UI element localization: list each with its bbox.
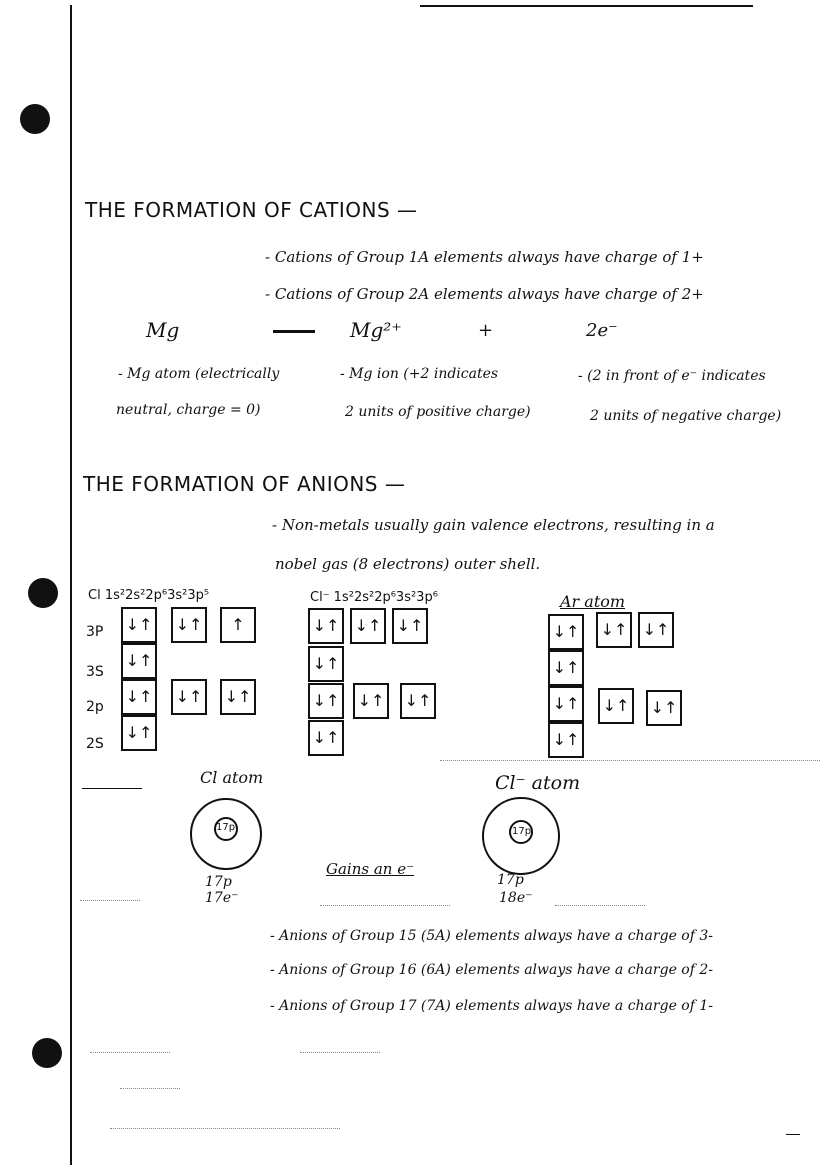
cl-2p-box: ↓↑ xyxy=(121,679,157,715)
cl-2p-box: ↓↑ xyxy=(171,679,207,715)
equation-mg: Mg xyxy=(146,318,180,342)
cl-nucleus-label: 17p xyxy=(216,822,236,833)
cations-note-2: - Cations of Group 2A elements always ha… xyxy=(265,285,704,303)
cations-heading: THE FORMATION OF CATIONS — xyxy=(85,198,418,222)
cl-ion-2p-box: ↓↑ xyxy=(353,683,389,719)
cl-3p-box: ↑ xyxy=(220,607,256,643)
ruled-line xyxy=(120,1088,180,1089)
mg-atom-note-a: - Mg atom (electrically xyxy=(118,366,280,382)
ruled-line xyxy=(90,1052,170,1053)
equation-mg-ion: Mg²⁺ xyxy=(350,318,402,342)
row-label-2s: 2S xyxy=(86,736,104,752)
equation-electrons: 2e⁻ xyxy=(586,320,618,341)
cl-nucleus xyxy=(214,817,238,841)
binder-hole xyxy=(20,104,50,134)
cl-ion-3p-box: ↓↑ xyxy=(350,608,386,644)
gains-electron-label: Gains an e⁻ xyxy=(326,860,415,878)
cl-atom-rule xyxy=(82,788,142,789)
cl-ion-2p-box: ↓↑ xyxy=(400,683,436,719)
anions-heading: THE FORMATION OF ANIONS — xyxy=(83,472,406,496)
cl-ion-3p-box: ↓↑ xyxy=(308,608,344,644)
cl-ion-2p-box: ↓↑ xyxy=(308,683,344,719)
electrons-note-b: 2 units of negative charge) xyxy=(590,408,782,424)
row-label-3p: 3P xyxy=(86,624,104,640)
group-17-note: - Anions of Group 17 (7A) elements alway… xyxy=(270,998,713,1014)
cl-outer-shell xyxy=(190,798,262,870)
ruled-line xyxy=(555,905,645,906)
cl-ion-electrons: 18e⁻ xyxy=(499,890,533,906)
ar-2p-box: ↓↑ xyxy=(646,690,682,726)
cations-note-1: - Cations of Group 1A elements always ha… xyxy=(265,248,704,266)
ruled-line xyxy=(80,900,140,901)
equation-plus: + xyxy=(478,320,494,341)
row-label-3s: 3S xyxy=(86,664,104,680)
binder-hole xyxy=(28,578,58,608)
margin-tick xyxy=(786,1134,800,1135)
top-rule xyxy=(420,5,753,7)
group-15-note: - Anions of Group 15 (5A) elements alway… xyxy=(270,928,713,944)
cl-electrons: 17e⁻ xyxy=(205,890,239,906)
ar-3p-box: ↓↑ xyxy=(548,614,584,650)
electrons-note-a: - (2 in front of e⁻ indicates xyxy=(578,368,766,384)
ar-2s-box: ↓↑ xyxy=(548,722,584,758)
cl-ion-2s-box: ↓↑ xyxy=(308,720,344,756)
row-label-2p: 2p xyxy=(86,699,104,715)
cl-ion-config: Cl⁻ 1s²2s²2p⁶3s²3p⁶ xyxy=(310,590,438,605)
cl-2p-box: ↓↑ xyxy=(220,679,256,715)
ar-atom-label: Ar atom xyxy=(560,592,626,611)
cl-config: Cl 1s²2s²2p⁶3s²3p⁵ xyxy=(88,588,210,603)
group-16-note: - Anions of Group 16 (6A) elements alway… xyxy=(270,962,713,978)
anions-note-a: - Non-metals usually gain valence electr… xyxy=(272,516,715,534)
ar-3s-box: ↓↑ xyxy=(548,650,584,686)
cl-ion-diagram xyxy=(482,797,560,875)
ruled-line xyxy=(320,905,450,906)
cl-ion-nucleus xyxy=(509,820,533,844)
cl-3p-box: ↓↑ xyxy=(121,607,157,643)
cl-ion-title: Cl⁻ atom xyxy=(495,772,581,794)
cl-3s-box: ↓↑ xyxy=(121,643,157,679)
equation-arrow xyxy=(273,330,315,333)
mg-ion-note-b: 2 units of positive charge) xyxy=(345,404,531,420)
cl-3p-box: ↓↑ xyxy=(171,607,207,643)
cl-ion-nucleus-label: 17p xyxy=(512,826,532,837)
ar-2p-box: ↓↑ xyxy=(598,688,634,724)
mg-atom-note-b: neutral, charge = 0) xyxy=(116,402,261,418)
ruled-line xyxy=(110,1128,340,1129)
ar-3p-box: ↓↑ xyxy=(638,612,674,648)
ruled-line xyxy=(440,760,820,761)
cl-atom-title: Cl atom xyxy=(200,768,264,787)
cl-atom-diagram xyxy=(190,798,262,870)
cl-ion-protons: 17p xyxy=(497,872,524,888)
cl-protons: 17p xyxy=(205,874,232,890)
ar-3p-box: ↓↑ xyxy=(596,612,632,648)
cl-2s-box: ↓↑ xyxy=(121,715,157,751)
cl-ion-outer-shell xyxy=(482,797,560,875)
margin-line xyxy=(70,5,72,1165)
mg-ion-note-a: - Mg ion (+2 indicates xyxy=(340,366,499,382)
binder-hole xyxy=(32,1038,62,1068)
ruled-line xyxy=(300,1052,380,1053)
cl-ion-3s-box: ↓↑ xyxy=(308,646,344,682)
cl-ion-3p-box: ↓↑ xyxy=(392,608,428,644)
anions-note-b: nobel gas (8 electrons) outer shell. xyxy=(275,555,541,573)
ar-2p-box: ↓↑ xyxy=(548,686,584,722)
